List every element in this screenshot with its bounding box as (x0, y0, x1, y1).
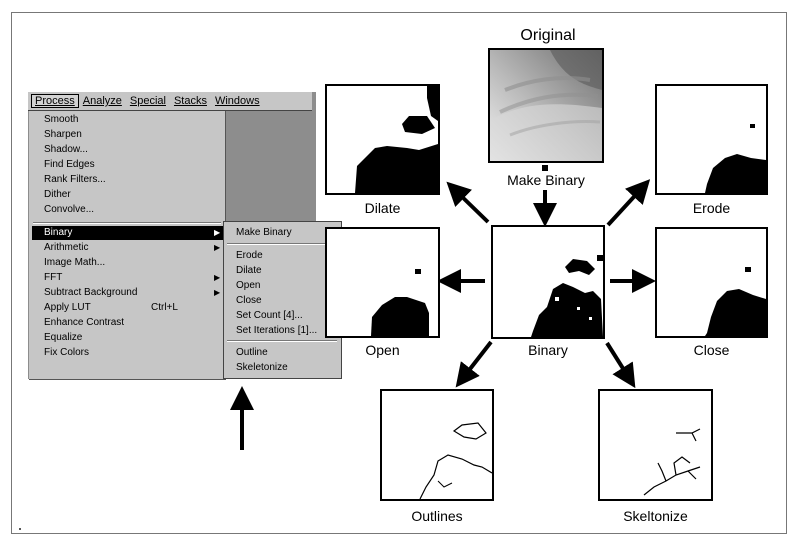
open-image (325, 227, 440, 338)
submenu-arrow-icon: ▶ (214, 273, 221, 282)
menu-bar: Process Analyze Special Stacks Windows (28, 92, 312, 111)
submenu-item-erode[interactable]: Erode (236, 250, 263, 261)
binary-caption: Binary (528, 342, 568, 358)
binary-image (491, 225, 605, 339)
menu-item-find-edges[interactable]: Find Edges (44, 159, 95, 170)
close-caption: Close (693, 342, 730, 358)
menu-analyze[interactable]: Analyze (82, 95, 122, 107)
menu-item-shadow[interactable]: Shadow... (44, 144, 88, 155)
menu-window: Process Analyze Special Stacks Windows S… (28, 92, 342, 380)
menu-item-rank-filters[interactable]: Rank Filters... (44, 174, 106, 185)
menu-item-smooth[interactable]: Smooth (44, 114, 79, 125)
arrow-to-dilate (446, 181, 490, 224)
make-binary-marker (542, 165, 548, 171)
menu-process[interactable]: Process (31, 94, 79, 108)
submenu-item-close[interactable]: Close (236, 295, 262, 306)
xray-image (490, 50, 602, 161)
original-image (488, 48, 604, 163)
figure-border (11, 12, 787, 534)
menu-item-apply-lut[interactable]: Apply LUT (44, 302, 91, 313)
submenu-item-set-count[interactable]: Set Count [4]... (236, 310, 303, 321)
menu-special[interactable]: Special (129, 95, 166, 107)
menu-separator (33, 222, 221, 224)
menu-stacks[interactable]: Stacks (173, 95, 207, 107)
arrow-to-skeltonize (605, 341, 636, 389)
original-caption: Original (520, 27, 576, 44)
menu-windows[interactable]: Windows (214, 95, 260, 107)
submenu-item-set-iterations[interactable]: Set Iterations [1]... (236, 325, 318, 336)
menu-item-fft[interactable]: FFT (44, 272, 63, 283)
menu-item-subtract-background[interactable]: Subtract Background (44, 287, 138, 298)
dilate-image (325, 84, 440, 195)
menu-item-binary[interactable]: Binary (44, 227, 73, 238)
make-binary-caption: Make Binary (507, 172, 585, 188)
submenu-separator (227, 243, 337, 245)
submenu-item-open[interactable]: Open (236, 280, 261, 291)
submenu-item-dilate[interactable]: Dilate (236, 265, 262, 276)
arrow-to-outlines (455, 340, 493, 388)
binary-submenu: Make Binary Erode Dilate Open Close Set … (223, 221, 342, 379)
menu-item-dither[interactable]: Dither (44, 189, 71, 200)
menu-item-equalize[interactable]: Equalize (44, 332, 83, 343)
submenu-arrow-icon: ▶ (214, 243, 221, 252)
submenu-arrow-icon: ▶ (214, 288, 221, 297)
menu-highlight (32, 226, 224, 240)
process-menu: Smooth Sharpen Shadow... Find Edges Rank… (29, 111, 226, 380)
menu-item-sharpen[interactable]: Sharpen (44, 129, 82, 140)
skeltonize-caption: Skeltonize (623, 508, 688, 524)
close-image (655, 227, 768, 338)
menu-item-convolve[interactable]: Convolve... (44, 204, 95, 215)
submenu-item-outline[interactable]: Outline (236, 347, 268, 358)
open-caption: Open (365, 342, 400, 358)
skeltonize-image (598, 389, 713, 501)
erode-image (655, 84, 768, 195)
erode-caption: Erode (692, 200, 731, 216)
dilate-caption: Dilate (364, 200, 401, 216)
apply-lut-shortcut: Ctrl+L (151, 302, 178, 313)
submenu-item-make-binary[interactable]: Make Binary (236, 227, 292, 238)
menu-item-image-math[interactable]: Image Math... (44, 257, 106, 268)
menu-item-enhance-contrast[interactable]: Enhance Contrast (44, 317, 125, 328)
submenu-separator (227, 340, 337, 342)
submenu-arrow-icon: ▶ (214, 228, 221, 237)
outlines-image (380, 389, 494, 501)
menu-item-fix-colors[interactable]: Fix Colors (44, 347, 90, 358)
submenu-item-skeletonize[interactable]: Skeletonize (236, 362, 288, 373)
stray-dot (19, 528, 21, 530)
menu-item-arithmetic[interactable]: Arithmetic (44, 242, 89, 253)
outlines-caption: Outlines (411, 508, 463, 524)
arrow-to-erode (606, 179, 651, 227)
